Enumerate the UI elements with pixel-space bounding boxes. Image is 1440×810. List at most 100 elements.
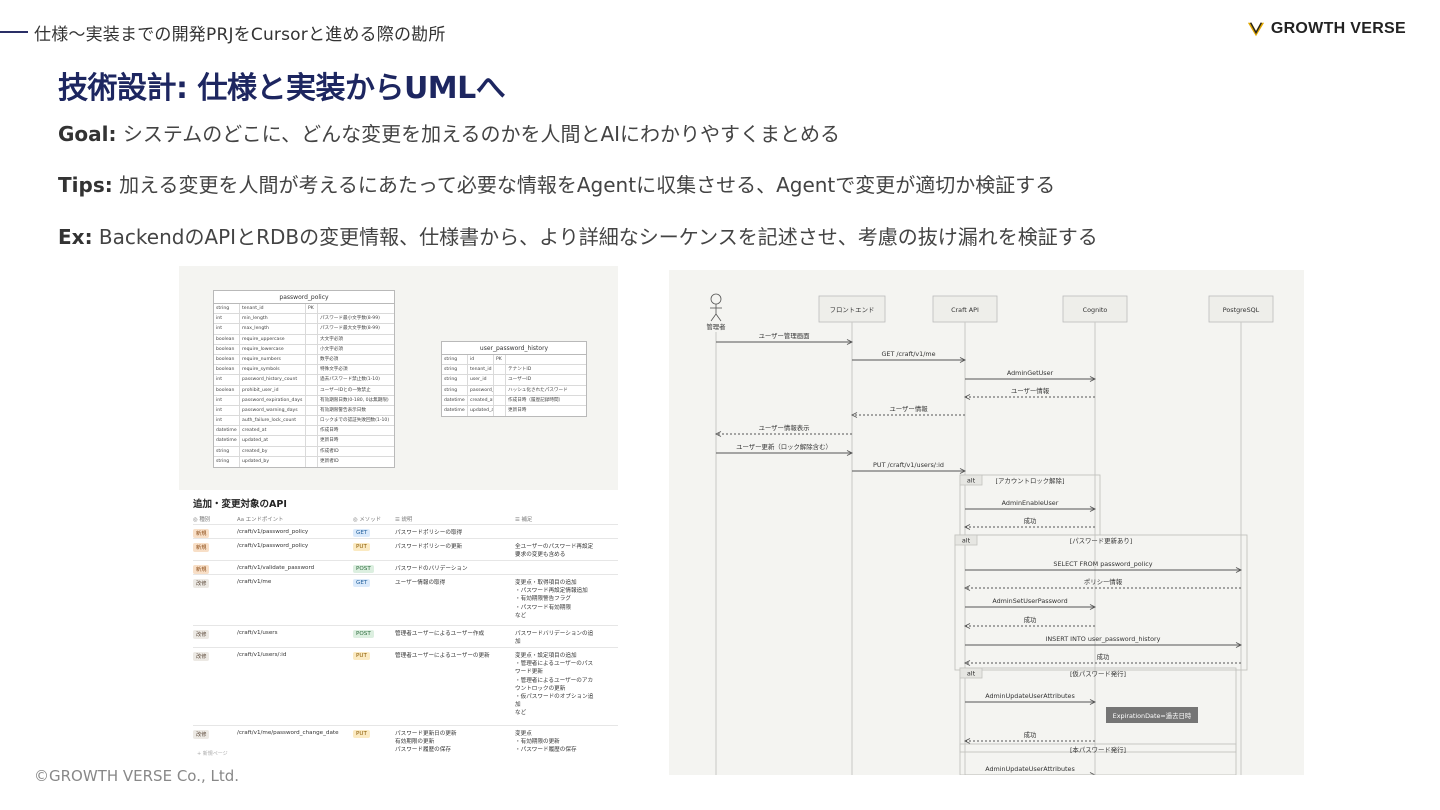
erd-cell: datetime (442, 405, 468, 417)
erd-cell: string (214, 456, 240, 467)
actor-leg (715, 313, 722, 322)
erd-cell: min_length (240, 314, 306, 324)
erd-cell: require_lowercase (240, 344, 306, 354)
erd-cell: 特殊文字必須 (320, 367, 348, 373)
kind-badge: 新規 (193, 543, 210, 552)
arrow-head (1235, 642, 1243, 648)
arrow-head (963, 394, 971, 400)
section-title: 仕様〜実装までの開発PRJをCursorと進める際の勘所 (34, 25, 446, 45)
erd-cell (318, 304, 394, 313)
arrow-head (1089, 506, 1097, 512)
alt-label: alt (967, 670, 976, 678)
bullet-example: Ex: BackendのAPIとRDBの変更情報、仕様書から、より詳細なシーケン… (58, 221, 1098, 250)
message-label: AdminSetUserPassword (992, 597, 1067, 605)
arrow-head (1089, 604, 1097, 610)
erd-cell: boolean (214, 354, 240, 365)
erd-cell: boolean (214, 365, 240, 375)
api-column-header: ☰ 補足 (515, 517, 533, 523)
bullet-tips: Tips: 加える変更を人間が考えるにあたって必要な情報をAgentに収集させる… (58, 169, 1055, 198)
description-cell: 管理者ユーザーによるユーザーの更新 (395, 653, 490, 659)
fragment-condition: [仮パスワード発行] (1070, 669, 1126, 678)
erd-cell: password_expiration_days (240, 395, 306, 405)
erd-cell (306, 436, 318, 446)
erd-cell: string (442, 365, 468, 375)
endpoint-cell: /craft/v1/validate_password (237, 565, 315, 571)
bullet-goal: Goal: システムのどこに、どんな変更を加えるのかを人間とAIにわかりやすくま… (58, 118, 840, 147)
api-column-header: ☰ 説明 (395, 517, 413, 523)
erd-cell: created_at (468, 395, 494, 405)
message-label: AdminUpdateUserAttributes (985, 765, 1075, 773)
fragment-condition: [本パスワード発行] (1070, 745, 1126, 754)
alt-label: alt (967, 477, 976, 485)
erd-cell: パスワード最大文字数(8-99) (320, 326, 380, 332)
erd-cell: int (214, 314, 240, 324)
erd-table-title: password_policy (214, 291, 394, 304)
sequence-note-box (1106, 707, 1198, 723)
arrow-head (963, 585, 971, 591)
erd-cell: ユーザーIDとの一致禁止 (320, 387, 371, 393)
erd-cell: string (214, 446, 240, 456)
participant-label: 管理者 (706, 322, 726, 331)
erd-cell: require_symbols (240, 365, 306, 375)
note-cell: パスワードバリデーションの追 加 (515, 631, 594, 646)
erd-cell (494, 395, 506, 405)
alt-tag (959, 474, 983, 486)
note-cell: 全ユーザーのパスワード再設定 要求の変更も含める (515, 544, 594, 559)
participant-label: フロントエンド (830, 306, 875, 314)
erd-cell (306, 354, 318, 365)
erd-cell: string (442, 385, 468, 395)
method-badge: PUT (353, 543, 370, 551)
note-cell: 変更点・取得項目の追加 ・パスワード再設定情報追加 ・有効期限警告フラグ ・パス… (515, 580, 588, 619)
erd-cell: 過去パスワード禁止数(1-10) (320, 377, 380, 383)
actor-leg (710, 313, 717, 322)
method-badge: GET (353, 529, 371, 537)
erd-cell (306, 365, 318, 375)
footer-copyright: ©GROWTH VERSE Co., Ltd. (34, 767, 240, 785)
description-cell: パスワードポリシーの更新 (395, 544, 463, 550)
alt-fragment (954, 534, 1248, 671)
arrow-head (850, 412, 858, 418)
alt-fragment (959, 667, 1237, 753)
erd-cell: tenant_id (468, 365, 494, 375)
sequence-note: ExpirationDate=過去日時 (1113, 711, 1192, 720)
growth-verse-logo-icon (1247, 22, 1264, 37)
erd-cell: boolean (214, 334, 240, 344)
message-label: AdminGetUser (1007, 369, 1054, 377)
erd-cell: int (214, 416, 240, 426)
erd-cell: 数字必須 (320, 356, 339, 362)
erd-cell: 小文字必須 (320, 346, 343, 352)
erd-table-title: user_password_history (442, 342, 586, 355)
erd-cell: 作成日時 (320, 428, 339, 434)
new-page-link[interactable]: + 新規ページ (197, 751, 228, 757)
participant-label: Craft API (951, 306, 979, 314)
erd-cell: password_hash (468, 385, 494, 395)
erd-cell (306, 334, 318, 344)
erd-cell: 大文字必須 (320, 336, 343, 342)
method-badge: PUT (353, 652, 370, 660)
erd-cell (306, 405, 318, 416)
erd-cell (306, 456, 318, 467)
erd-cell: tenant_id (240, 304, 306, 314)
fragment-condition: [パスワード更新あり] (1070, 536, 1133, 545)
arrow-head (963, 738, 971, 744)
erd-cell (494, 405, 506, 417)
erd-cell: boolean (214, 344, 240, 354)
message-label: ユーザー情報 (1011, 386, 1050, 395)
